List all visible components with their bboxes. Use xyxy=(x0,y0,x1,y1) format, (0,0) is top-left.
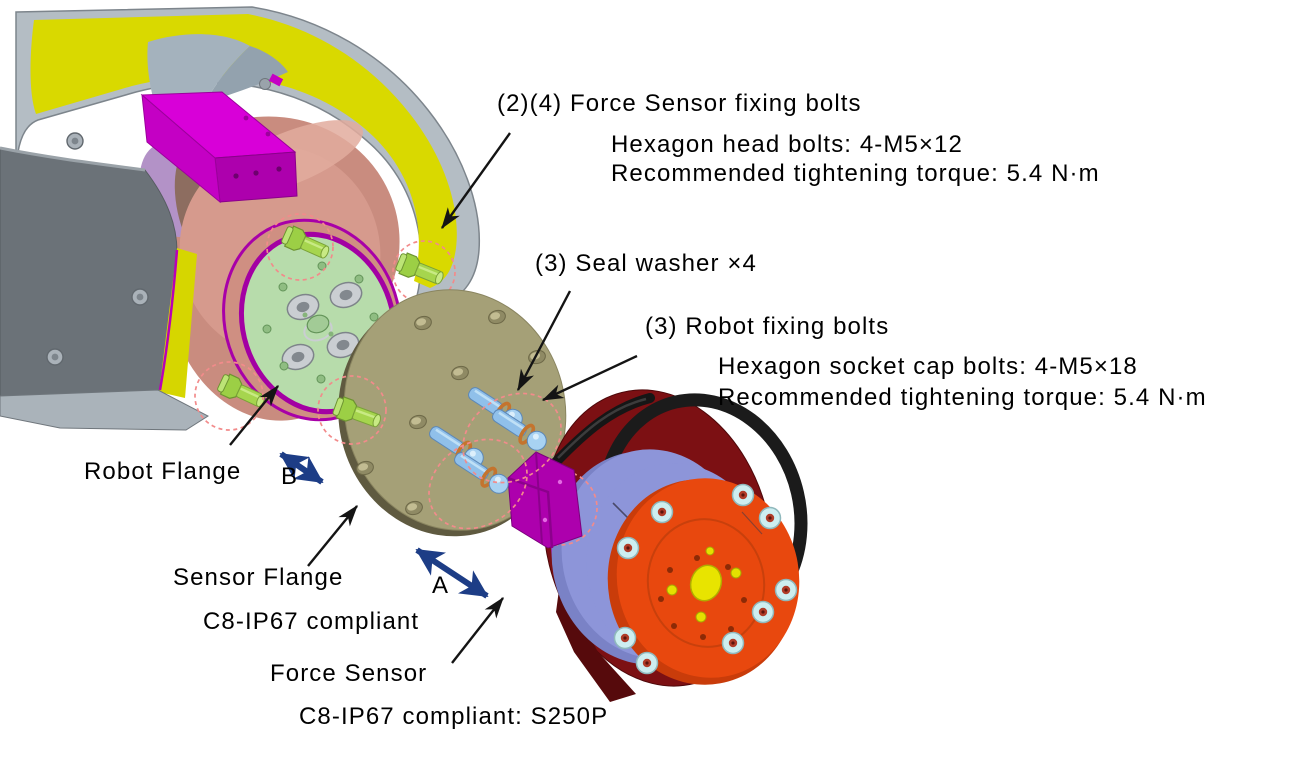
sensor-face-scratch xyxy=(741,511,763,535)
arm-cavity-shadow xyxy=(205,46,288,103)
callout-robot-fixing-bolts-spec: Hexagon socket cap bolts: 4-M5×18 xyxy=(718,353,1138,380)
sensor-face-center-hub xyxy=(666,546,742,623)
label-force-sensor: Force Sensor xyxy=(270,660,428,687)
arrow-seal-washer xyxy=(516,290,572,392)
sensor-flange-face xyxy=(343,289,567,531)
label-gap-a: A xyxy=(432,572,450,599)
flange-counterbore-holes xyxy=(281,281,363,371)
callout-seal-washer-title: (3) Seal washer ×4 xyxy=(535,250,757,277)
force-sensor xyxy=(542,389,808,702)
sensor-cable xyxy=(551,393,655,467)
arm-yellow-liner xyxy=(30,14,457,288)
bolt-highlight-dashed-circle xyxy=(317,375,387,445)
gap-arrow-b xyxy=(279,451,324,485)
washer-highlight-dashed-ellipses xyxy=(428,392,562,530)
callout-robot-fixing-bolts-title: (3) Robot fixing bolts xyxy=(645,313,890,340)
arrow-robot-fixing-bolts xyxy=(541,354,638,402)
arm-face-screw xyxy=(46,348,64,366)
callout-force-sensor-fixing-bolts-spec: Hexagon head bolts: 4-M5×12 xyxy=(611,131,963,158)
flange-small-holes xyxy=(262,261,379,384)
sensor-face-small-holes xyxy=(658,555,747,640)
arrow-force-sensor-fixing-bolts xyxy=(441,132,511,230)
arrow-sensor-flange xyxy=(307,504,358,567)
arm-bottom-lip-magenta-edge xyxy=(158,249,179,391)
label-gap-b: B xyxy=(281,463,299,490)
sensor-face-inner-ring xyxy=(646,518,766,648)
arm-face-screw xyxy=(131,288,149,306)
label-force-sensor-compliance: C8-IP67 compliant: S250P xyxy=(299,703,609,730)
callout-robot-fixing-bolts-torque: Recommended tightening torque: 5.4 N·m xyxy=(718,384,1207,411)
callout-force-sensor-fixing-bolts-torque: Recommended tightening torque: 5.4 N·m xyxy=(611,160,1100,187)
callout-force-sensor-fixing-bolts-title: (2)(4) Force Sensor fixing bolts xyxy=(497,90,862,117)
arrow-robot-flange xyxy=(229,384,279,446)
label-sensor-flange: Sensor Flange xyxy=(173,564,344,591)
arrow-force-sensor xyxy=(451,596,504,664)
arm-hinge-detail xyxy=(259,73,284,90)
label-sensor-flange-compliance: C8-IP67 compliant xyxy=(203,608,420,635)
arm-bottom-yellow-lip xyxy=(159,248,197,398)
label-robot-flange: Robot Flange xyxy=(84,458,242,485)
callout-arrows xyxy=(229,132,638,664)
arm-inner-cavity xyxy=(147,34,250,111)
arm-bottom-gray-wedge xyxy=(0,389,209,431)
sensor-connector-magenta xyxy=(507,451,583,549)
flange-center-hub xyxy=(302,312,334,342)
arm-face-screw xyxy=(66,132,84,150)
gap-arrows xyxy=(279,451,489,599)
arm-dark-face xyxy=(0,132,178,415)
sensor-flange-holes xyxy=(356,309,546,516)
gap-arrow-a xyxy=(415,547,489,599)
wrist-magenta-block xyxy=(140,91,298,204)
